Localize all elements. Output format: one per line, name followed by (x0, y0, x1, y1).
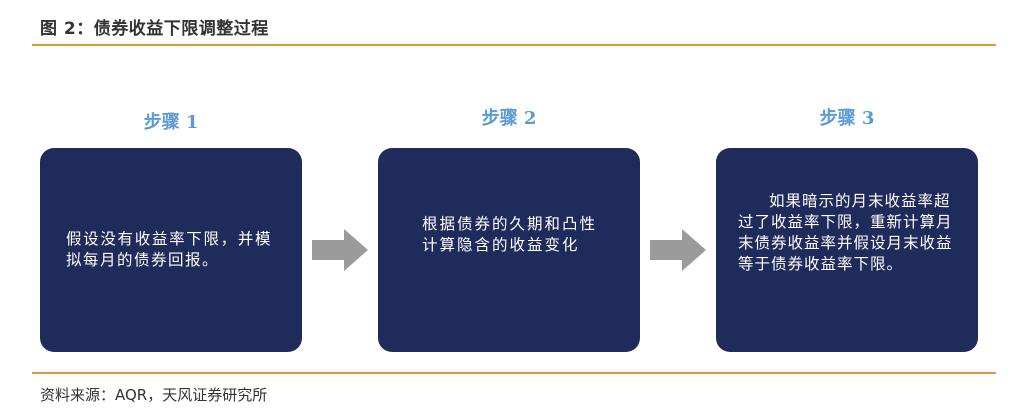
figure-title: 图 2：债券收益下限调整过程 (40, 19, 269, 39)
step-1-text: 假设没有收益率下限，并模拟每月的债券回报。 (66, 230, 272, 269)
step-3-box: 如果暗示的月末收益率超过了收益率下限，重新计算月末债券收益率并假设月末收益等于债… (716, 148, 978, 352)
source-note: 资料来源：AQR，天风证券研究所 (40, 386, 268, 404)
step-3-label: 步骤 3 (819, 108, 875, 129)
step-2-text: 根据债券的久期和凸性计算隐含的收益变化 (422, 215, 598, 254)
arrow-right-icon (650, 229, 706, 271)
step-3-text: 如果暗示的月末收益率超过了收益率下限，重新计算月末债券收益率并假设月末收益等于债… (738, 192, 953, 273)
step-1-box: 假设没有收益率下限，并模拟每月的债券回报。 (40, 148, 302, 352)
step-2-label: 步骤 2 (481, 108, 537, 129)
top-divider (32, 44, 996, 46)
arrow-right-icon (312, 229, 368, 271)
bottom-divider (32, 372, 996, 374)
step-1-label: 步骤 1 (143, 112, 199, 133)
step-2-box: 根据债券的久期和凸性计算隐含的收益变化 (378, 148, 640, 352)
